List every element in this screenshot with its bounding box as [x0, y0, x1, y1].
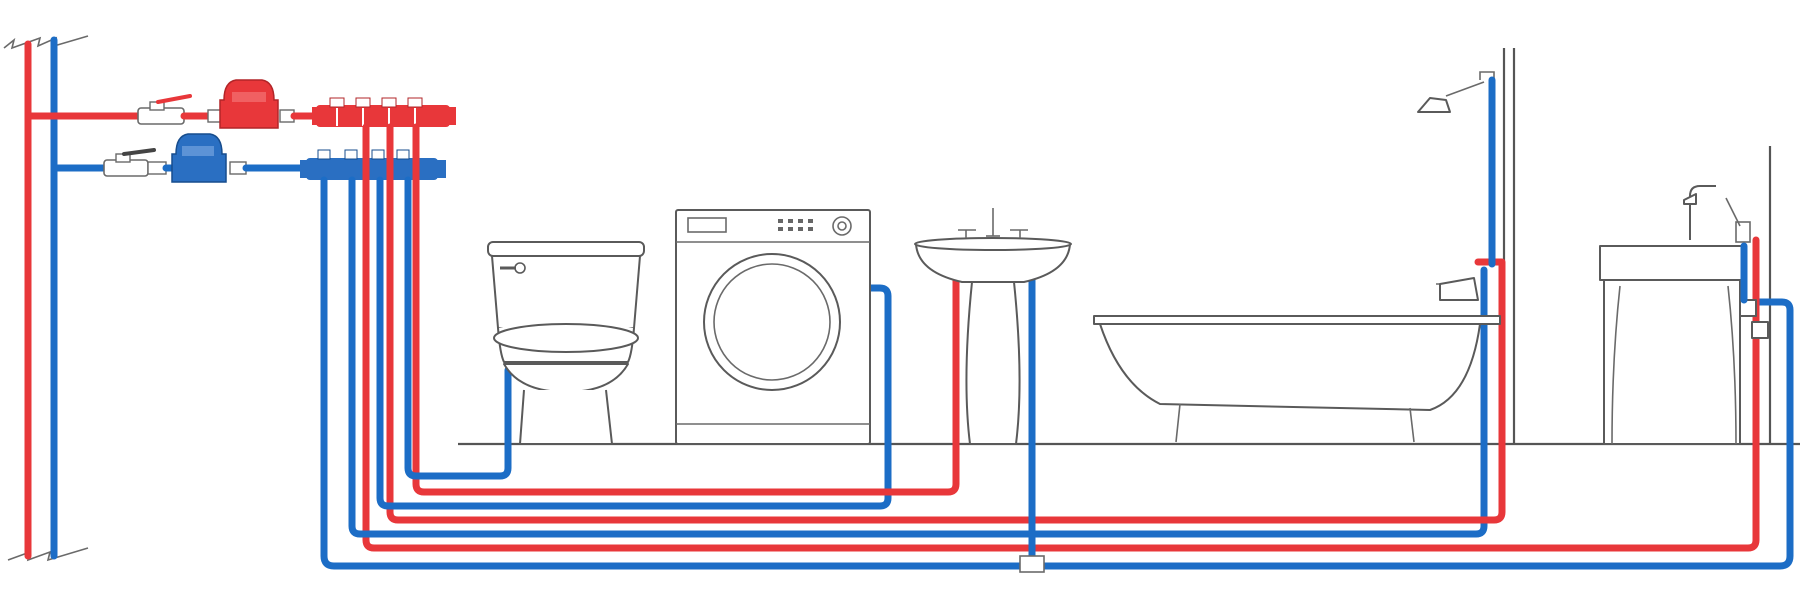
toilet-icon — [487, 241, 645, 445]
riser-break-top — [3, 35, 89, 50]
riser-break-bottom — [7, 547, 89, 562]
shower-icon — [1417, 71, 1496, 268]
washer-icon — [675, 209, 871, 445]
meter-icon — [171, 133, 247, 183]
sink-icon — [914, 208, 1072, 445]
distribution-pipes — [320, 123, 1794, 573]
tee-fitting-icon — [1019, 555, 1045, 573]
manifold-icon — [312, 97, 456, 127]
pipe-cold-washer — [376, 176, 892, 510]
pipe-cold-toilet — [404, 176, 512, 480]
hot-supply-branch — [24, 79, 456, 129]
cold-supply-branch — [50, 133, 446, 183]
valve-icon — [103, 148, 167, 177]
manifold-icon — [300, 149, 446, 180]
bathtub-icon — [1093, 277, 1501, 443]
supply-risers — [24, 36, 58, 560]
faucet-icon — [1599, 185, 1769, 445]
pipe-cold-kitchen — [320, 176, 1794, 570]
meter-icon — [207, 79, 295, 129]
pipe-hot-bathtub — [386, 123, 1506, 524]
pipe-cold-bathtub — [348, 176, 1488, 538]
valve-icon — [137, 94, 192, 125]
pipe-hot-kitchen — [362, 123, 1760, 552]
pipe-hot-sink — [412, 123, 960, 496]
